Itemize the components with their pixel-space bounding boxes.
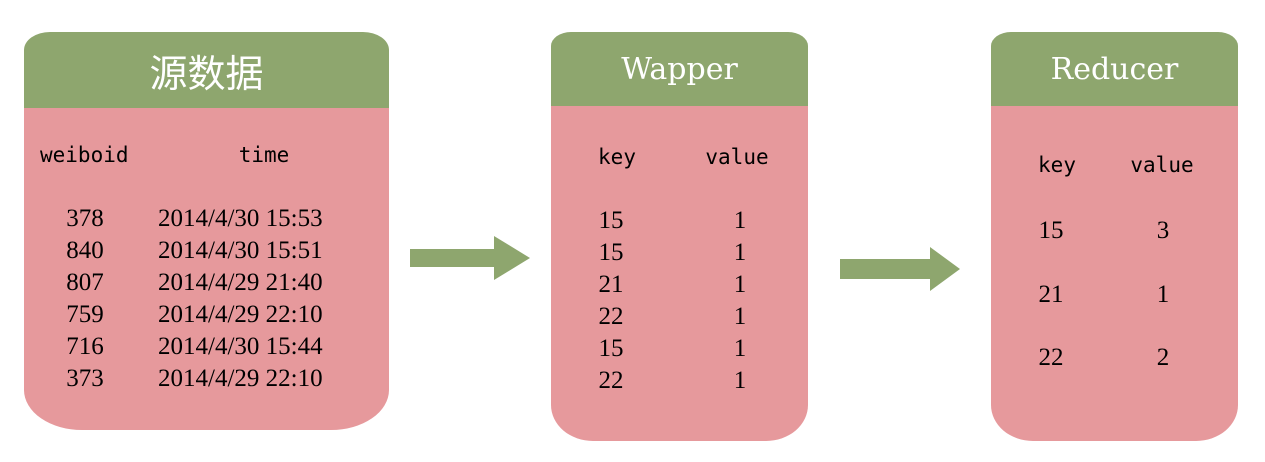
source-row-time: 2014/4/30 15:51 (158, 237, 323, 264)
mapper-row-value: 1 (733, 271, 747, 298)
mapper-row-value: 1 (733, 367, 747, 394)
mapper-row-value: 1 (733, 207, 747, 234)
mapper-row-key: 21 (598, 271, 624, 298)
mapper-row-key: 15 (598, 335, 624, 362)
reducer-row-key: 22 (1038, 344, 1064, 371)
reducer-header-value: value (1130, 153, 1194, 177)
source-row-time: 2014/4/29 22:10 (158, 301, 323, 328)
mapper-header-value: value (705, 145, 769, 169)
mapper-row-value: 1 (733, 335, 747, 362)
right-arrow-icon (840, 247, 960, 291)
mapper-box: Wapper key value 15 1 15 1 21 1 22 1 15 … (551, 32, 808, 441)
reducer-row-key: 21 (1038, 281, 1064, 308)
source-row-time: 2014/4/30 15:53 (158, 205, 323, 232)
source-row-id: 759 (66, 301, 104, 328)
reducer-box: Reducer key value 15 3 21 1 22 2 (991, 32, 1238, 441)
source-row-time: 2014/4/29 21:40 (158, 269, 323, 296)
source-data-title: 源数据 (24, 32, 389, 108)
source-row-id: 378 (66, 205, 104, 232)
reducer-row-value: 2 (1156, 344, 1170, 371)
mapper-title: Wapper (551, 32, 808, 106)
reducer-row-key: 15 (1038, 217, 1064, 244)
source-header-time: time (238, 143, 290, 167)
reducer-row-value: 3 (1156, 217, 1170, 244)
mapper-row-key: 22 (598, 303, 624, 330)
right-arrow-icon (410, 236, 530, 280)
source-row-time: 2014/4/29 22:10 (158, 365, 323, 392)
source-row-id: 807 (66, 269, 104, 296)
mapper-body (551, 106, 808, 441)
mapper-row-key: 15 (598, 207, 624, 234)
reducer-title: Reducer (991, 32, 1238, 106)
source-row-id: 373 (66, 365, 104, 392)
mapper-row-value: 1 (733, 239, 747, 266)
source-row-time: 2014/4/30 15:44 (158, 333, 323, 360)
reducer-header-key: key (1038, 153, 1076, 177)
mapper-header-key: key (598, 145, 636, 169)
source-data-box: 源数据 weiboid time 378 2014/4/30 15:53 840… (24, 32, 389, 430)
mapper-row-value: 1 (733, 303, 747, 330)
reducer-row-value: 1 (1156, 281, 1170, 308)
mapper-row-key: 22 (598, 367, 624, 394)
source-row-id: 840 (66, 237, 104, 264)
source-row-id: 716 (66, 333, 104, 360)
source-data-body (24, 108, 389, 430)
reducer-body (991, 106, 1238, 441)
mapper-row-key: 15 (598, 239, 624, 266)
source-header-weiboid: weiboid (40, 143, 129, 167)
